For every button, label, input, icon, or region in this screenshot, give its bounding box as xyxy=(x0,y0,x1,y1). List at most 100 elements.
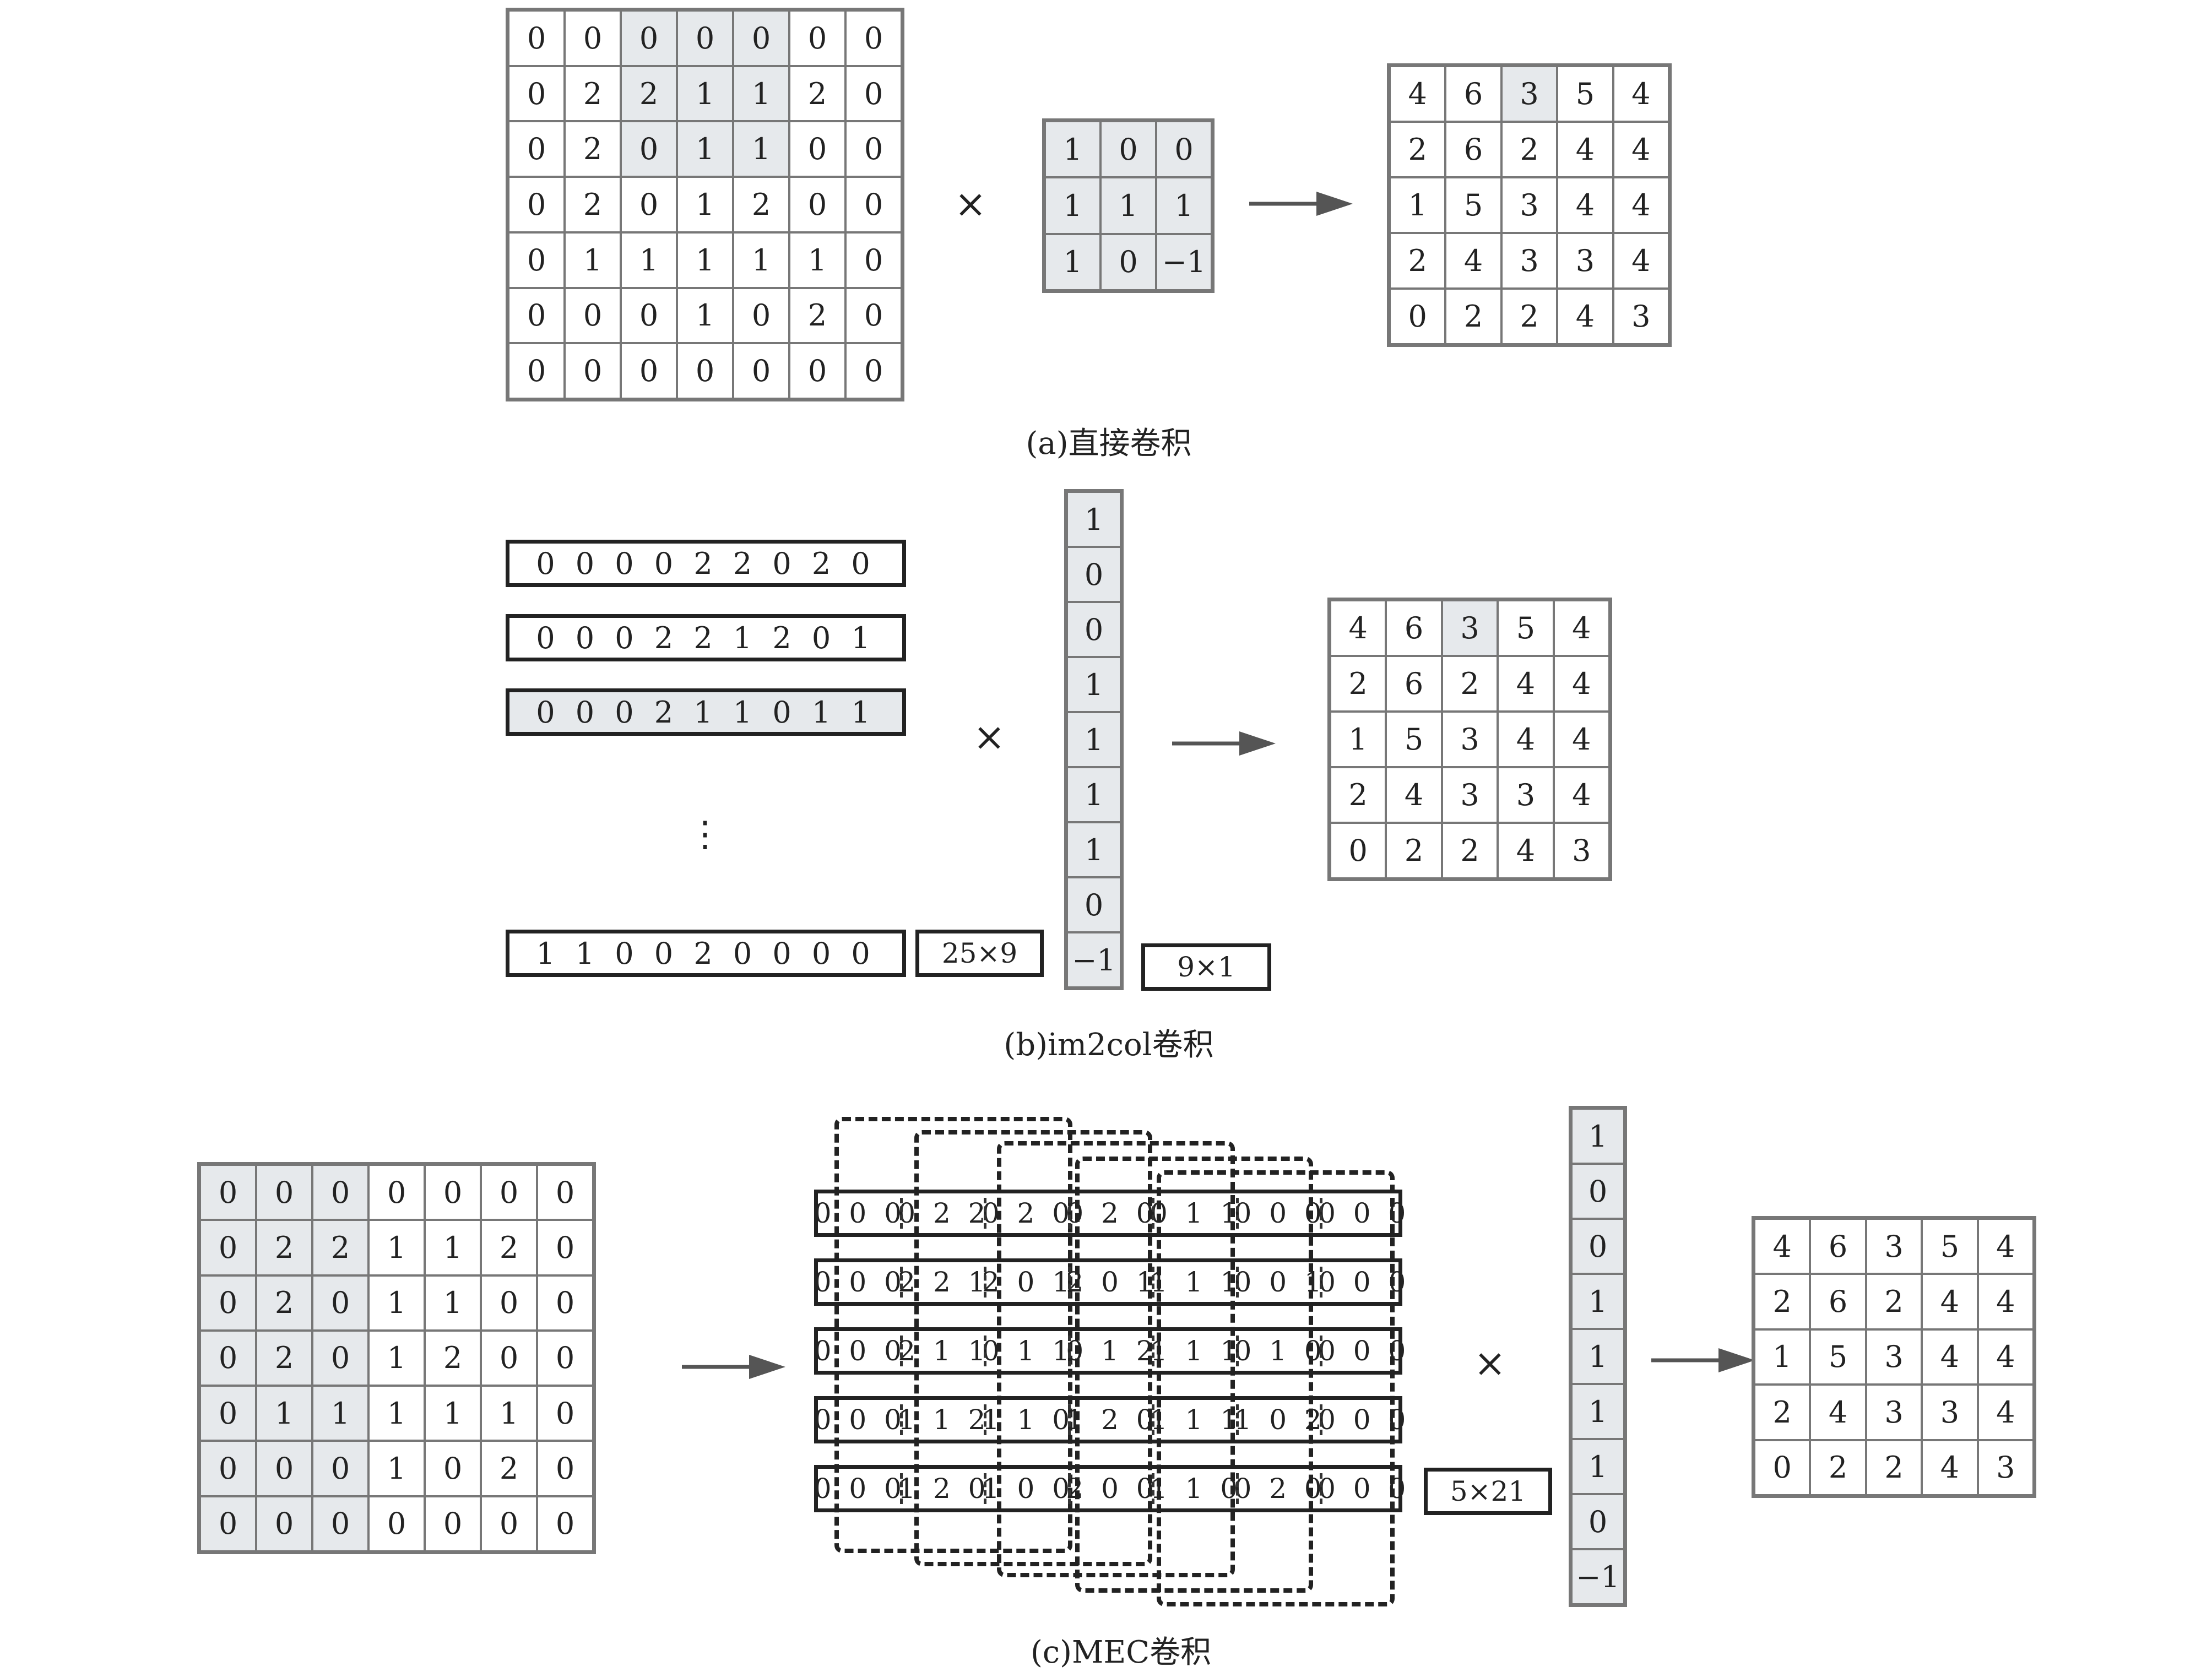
matrix-cell: 5 xyxy=(1445,177,1501,233)
c-mec-separator xyxy=(899,1198,903,1229)
matrix-cell: 2 xyxy=(1866,1274,1922,1329)
matrix-cell: 0 xyxy=(425,1496,481,1551)
matrix-cell: 2 xyxy=(481,1220,537,1275)
matrix-cell: 2 xyxy=(1386,823,1442,878)
c-mec-segment: 2 0 1 xyxy=(1066,1266,1158,1298)
matrix-cell: 4 xyxy=(1498,712,1554,767)
c-mec-separator xyxy=(1320,1404,1323,1435)
b-im2col-row-last: 1 1 0 0 2 0 0 0 0 xyxy=(506,930,906,977)
a-multiply-sign: × xyxy=(954,181,987,226)
matrix-cell: 0 xyxy=(481,1330,537,1386)
matrix-cell: 0 xyxy=(733,343,789,399)
matrix-cell: 0 xyxy=(565,287,621,344)
matrix-cell: 3 xyxy=(1977,1440,2034,1495)
matrix-cell: 0 xyxy=(677,10,733,66)
matrix-cell: 1 xyxy=(256,1386,312,1441)
matrix-cell: 0 xyxy=(789,10,845,66)
matrix-cell: 2 xyxy=(256,1330,312,1386)
c-mec-segment: 0 0 0 xyxy=(1318,1335,1411,1367)
matrix-cell: 3 xyxy=(1501,66,1558,122)
matrix-cell: 3 xyxy=(1441,767,1498,823)
matrix-cell: 0 xyxy=(1390,289,1446,344)
c-window-frame-4 xyxy=(1075,1157,1313,1593)
matrix-cell: 4 xyxy=(1613,122,1669,177)
matrix-cell: 4 xyxy=(1498,656,1554,712)
matrix-cell: 0 xyxy=(845,66,902,122)
matrix-cell: 0 xyxy=(508,10,565,66)
b-kernel-size-label: 9×1 xyxy=(1141,943,1271,991)
matrix-cell: 0 xyxy=(508,232,565,288)
matrix-cell: 5 xyxy=(1557,66,1613,122)
matrix-cell: 0 xyxy=(508,121,565,177)
c-mec-segment: 1 1 1 xyxy=(1150,1266,1243,1298)
matrix-cell: 4 xyxy=(1977,1219,2034,1274)
matrix-cell: 0 xyxy=(565,10,621,66)
c-mec-segment: 0 1 2 xyxy=(1066,1335,1158,1367)
c-mec-separator xyxy=(1067,1404,1071,1435)
matrix-cell: 0 xyxy=(508,343,565,399)
matrix-cell: 2 xyxy=(312,1220,368,1275)
matrix-cell: 1 xyxy=(677,177,733,232)
c-mec-separator xyxy=(1152,1267,1155,1298)
c-mec-segment: 0 0 0 xyxy=(814,1473,906,1505)
kernel-cell: 1 xyxy=(1571,1109,1624,1164)
matrix-cell: 5 xyxy=(1498,600,1554,656)
c-mec-segment: 0 0 0 xyxy=(1318,1266,1411,1298)
matrix-cell: 3 xyxy=(1922,1385,1978,1440)
c-mec-separator xyxy=(984,1267,987,1298)
kernel-cell: 0 xyxy=(1571,1164,1624,1219)
matrix-cell: −1 xyxy=(1156,234,1212,290)
matrix-cell: 1 xyxy=(1100,177,1156,234)
c-mec-segment: 0 1 0 xyxy=(1234,1335,1326,1367)
matrix-cell: 4 xyxy=(1613,233,1669,289)
matrix-cell: 1 xyxy=(1045,177,1100,234)
matrix-cell: 0 xyxy=(537,1386,593,1441)
matrix-cell: 0 xyxy=(845,121,902,177)
matrix-cell: 1 xyxy=(677,287,733,344)
matrix-cell: 0 xyxy=(733,10,789,66)
c-mec-segment: 0 0 0 xyxy=(1318,1197,1411,1229)
matrix-cell: 1 xyxy=(565,232,621,288)
c-mec-segment: 0 2 0 xyxy=(1234,1473,1326,1505)
kernel-cell: −1 xyxy=(1571,1549,1624,1604)
caption-c: (c)MEC卷积 xyxy=(1030,1635,1212,1670)
matrix-cell: 0 xyxy=(481,1165,537,1220)
matrix-cell: 2 xyxy=(1390,233,1446,289)
matrix-cell: 0 xyxy=(368,1496,425,1551)
matrix-cell: 6 xyxy=(1445,122,1501,177)
matrix-cell: 1 xyxy=(733,232,789,288)
matrix-cell: 2 xyxy=(1866,1440,1922,1495)
matrix-cell: 0 xyxy=(256,1496,312,1551)
matrix-cell: 4 xyxy=(1553,656,1609,712)
matrix-cell: 1 xyxy=(425,1275,481,1331)
kernel-cell: 1 xyxy=(1067,492,1121,547)
c-mec-separator xyxy=(1320,1267,1323,1298)
c-mec-segment: 1 2 0 xyxy=(1066,1404,1158,1436)
matrix-cell: 0 xyxy=(537,1496,593,1551)
matrix-cell: 0 xyxy=(677,343,733,399)
matrix-cell: 1 xyxy=(425,1386,481,1441)
matrix-cell: 0 xyxy=(1100,121,1156,178)
matrix-cell: 3 xyxy=(1866,1219,1922,1274)
matrix-cell: 1 xyxy=(368,1275,425,1331)
c-mec-segment: 0 0 1 xyxy=(1234,1266,1326,1298)
c-mec-segment: 1 0 0 xyxy=(982,1473,1075,1505)
c-mec-segment: 2 0 1 xyxy=(982,1266,1075,1298)
matrix-cell: 0 xyxy=(621,343,677,399)
matrix-cell: 2 xyxy=(1501,122,1558,177)
matrix-cell: 4 xyxy=(1613,177,1669,233)
matrix-cell: 0 xyxy=(537,1441,593,1496)
matrix-cell: 0 xyxy=(200,1330,256,1386)
kernel-cell: 1 xyxy=(1067,657,1121,712)
matrix-cell: 0 xyxy=(200,1386,256,1441)
matrix-cell: 2 xyxy=(789,287,845,344)
matrix-cell: 0 xyxy=(621,177,677,232)
c-mec-segment: 2 2 1 xyxy=(898,1266,990,1298)
c-mec-separator xyxy=(1320,1473,1323,1504)
